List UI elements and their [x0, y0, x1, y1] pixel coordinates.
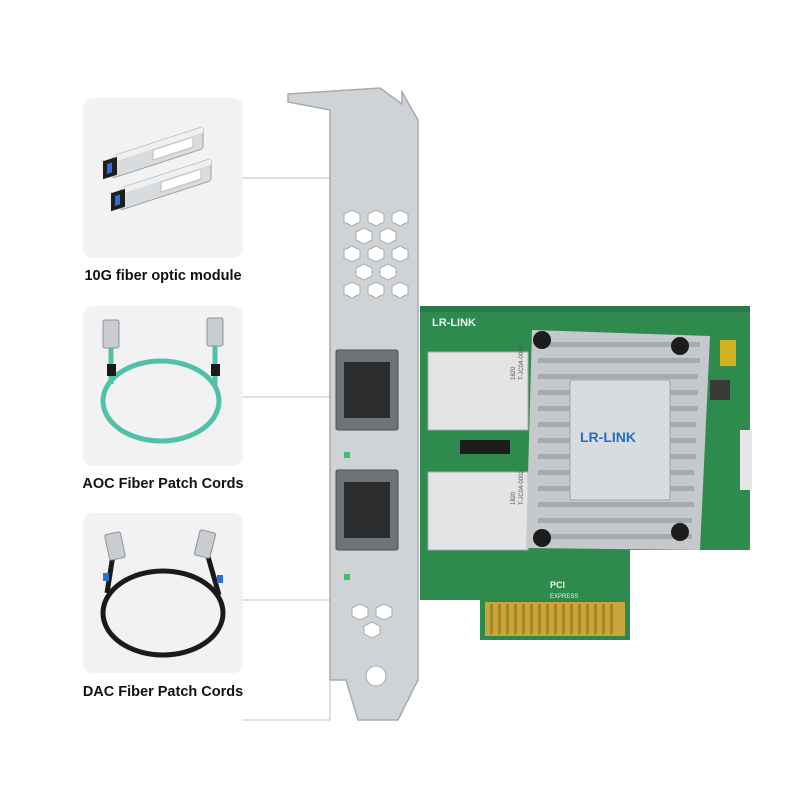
cage-label-2: T-JC04-0002 [519, 345, 525, 380]
aoc-cable-caption: AOC Fiber Patch Cords [82, 476, 244, 492]
aoc-cable-card [83, 306, 243, 466]
nic-image: LR-LINK PCI EXPRESS 1820 T-JC04-0002 182… [287, 87, 752, 721]
sfp-module-image [103, 126, 212, 212]
dac-cable-card [83, 513, 243, 673]
fiber-module-card [83, 98, 243, 258]
fiber-module-caption: 10G fiber optic module [84, 268, 242, 284]
aoc-cable-image [100, 317, 224, 444]
network-interface-card: LR-LINK PCI EXPRESS 1820 T-JC04-0002 182… [280, 80, 780, 740]
pcie-sub-logo: EXPRESS [550, 594, 578, 600]
pcb-brand-logo: LR-LINK [432, 317, 476, 329]
metal-bracket [287, 87, 419, 721]
sfp-cages: 1820 T-JC04-0002 1820 T-JC04-0002 [427, 345, 529, 551]
heatsink-logo: LR-LINK [580, 429, 636, 445]
cage-label-3: 1820 [511, 491, 517, 505]
pcie-logo: PCI [550, 580, 565, 590]
cage-label-1: 1820 [511, 366, 517, 380]
cage-label-4: T-JC04-0002 [519, 470, 525, 505]
dac-cable-caption: DAC Fiber Patch Cords [82, 684, 244, 700]
heatsink: LR-LINK [526, 330, 710, 550]
pcie-gold-fingers [485, 602, 625, 636]
dac-cable-image [100, 529, 226, 658]
